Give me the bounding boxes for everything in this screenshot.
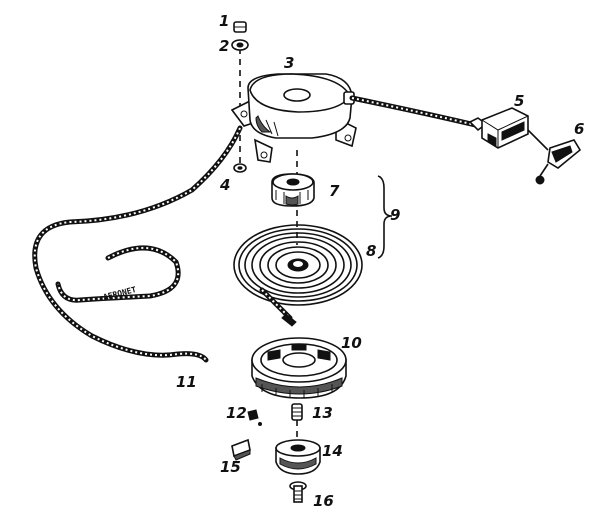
label-15: 15	[220, 458, 241, 476]
label-12: 12	[226, 404, 247, 422]
label-5: 5	[514, 92, 524, 110]
label-14: 14	[322, 442, 343, 460]
label-16: 16	[313, 492, 334, 510]
label-13: 13	[312, 404, 333, 422]
label-4: 4	[219, 176, 230, 194]
part-6-bracket	[527, 129, 582, 185]
label-11: 11	[176, 373, 197, 391]
part-10-pulley	[251, 337, 347, 399]
part-15-spacer	[231, 438, 251, 461]
part-12-pawl	[247, 409, 262, 426]
part-8-recoil-spring	[233, 224, 363, 327]
part-1-nut	[233, 21, 247, 33]
label-6: 6	[574, 120, 584, 138]
part-14-retainer	[275, 439, 321, 475]
part-7-ratchet	[271, 173, 315, 207]
label-2: 2	[219, 37, 229, 55]
label-3: 3	[284, 54, 294, 72]
part-2-washer	[231, 39, 249, 51]
label-9: 9	[390, 206, 400, 224]
part-3-starter-housing	[230, 73, 357, 163]
part-11-starter-rope: AFRONET	[32, 125, 243, 363]
label-10: 10	[341, 334, 362, 352]
part-5-pull-handle	[468, 107, 529, 149]
label-1: 1	[219, 12, 229, 30]
part-16-screw	[289, 481, 307, 503]
label-8: 8	[366, 242, 376, 260]
group-bracket-9	[377, 175, 393, 259]
label-7: 7	[329, 182, 340, 200]
part-13-spring	[291, 403, 303, 421]
part-4-washer	[233, 163, 247, 173]
